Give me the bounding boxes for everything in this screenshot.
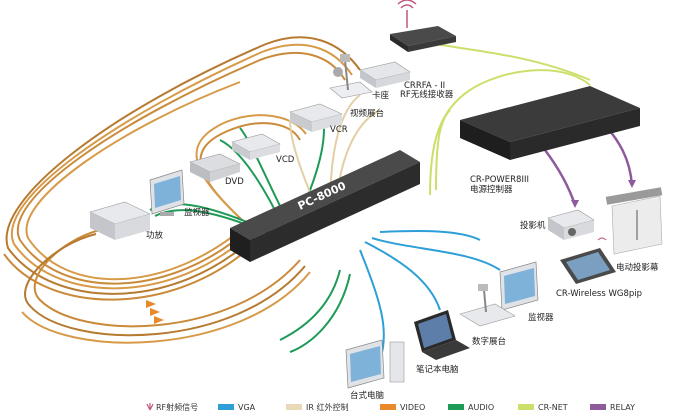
pc-8000-unit: PC-8000 (230, 150, 420, 262)
card-seat-device (359, 61, 411, 88)
projector-device (547, 209, 595, 240)
legend-swatch (218, 404, 234, 410)
vcr-device (289, 103, 343, 132)
video-audio-cable-loops (3, 36, 361, 344)
relay-arrowheads (571, 180, 636, 208)
card-seat-label: 卡座 (372, 90, 390, 101)
left-monitor-label: 监视器 (184, 207, 210, 218)
vcd-device (231, 133, 281, 160)
legend-label: VGA (238, 403, 256, 412)
rf-receiver-label: CRRFA - II (404, 81, 445, 91)
dvd-device (189, 153, 241, 182)
power-controller-label: CR-POWER8III (470, 175, 529, 185)
left-monitor-device (149, 169, 185, 216)
power-controller-device (460, 86, 640, 160)
vcd-label: VCD (276, 155, 295, 165)
amplifier-label: 功放 (146, 230, 164, 241)
legend-label: AUDIO (468, 403, 494, 412)
legend: RF射频信号 VGA IR 红外控制 VIDEO AUDIO CR-NET RELAY (146, 402, 635, 412)
desktop-device (345, 339, 405, 389)
right-monitor-label: 监视器 (528, 312, 554, 323)
legend-swatch (286, 404, 302, 410)
legend-label: IR 红外控制 (306, 402, 348, 412)
legend-label: RF射频信号 (156, 402, 198, 412)
laptop-device (414, 310, 470, 360)
digital-booth-device (459, 284, 516, 327)
orange-arrowheads (146, 300, 164, 324)
rf-receiver-sub-label: RF无线接收器 (400, 89, 454, 100)
amplifier-device (89, 201, 151, 240)
legend-label: RELAY (610, 403, 635, 412)
screen-label: 电动投影幕 (616, 262, 659, 273)
legend-swatch (380, 404, 396, 410)
dvd-label: DVD (225, 177, 244, 187)
legend-swatch (448, 404, 464, 410)
rf-receiver-device (390, 26, 456, 52)
laptop-label: 笔记本电脑 (416, 364, 459, 375)
legend-swatch (518, 404, 534, 410)
projector-label: 投影机 (520, 220, 546, 231)
legend-rf-icon (146, 403, 154, 411)
legend-label: VIDEO (400, 403, 425, 412)
video-booth-label: 视频展台 (350, 108, 384, 119)
power-controller-sub-label: 电源控制器 (470, 184, 513, 195)
legend-swatch (590, 404, 606, 410)
device-labels: CRRFA - II RF无线接收器 卡座 视频展台 VCR VCD DVD 监… (146, 81, 659, 401)
wireless-panel-device (560, 237, 616, 284)
vcr-label: VCR (330, 125, 348, 135)
legend-label: CR-NET (538, 403, 568, 412)
video-booth-device (329, 54, 373, 99)
desktop-label: 台式电脑 (350, 390, 385, 401)
digital-booth-label: 数字展台 (472, 336, 506, 347)
right-monitor-device (499, 261, 539, 311)
wireless-panel-label: CR-Wireless WG8pip (556, 289, 642, 299)
rf-signal (397, 0, 417, 28)
projection-screen-device (605, 187, 663, 255)
